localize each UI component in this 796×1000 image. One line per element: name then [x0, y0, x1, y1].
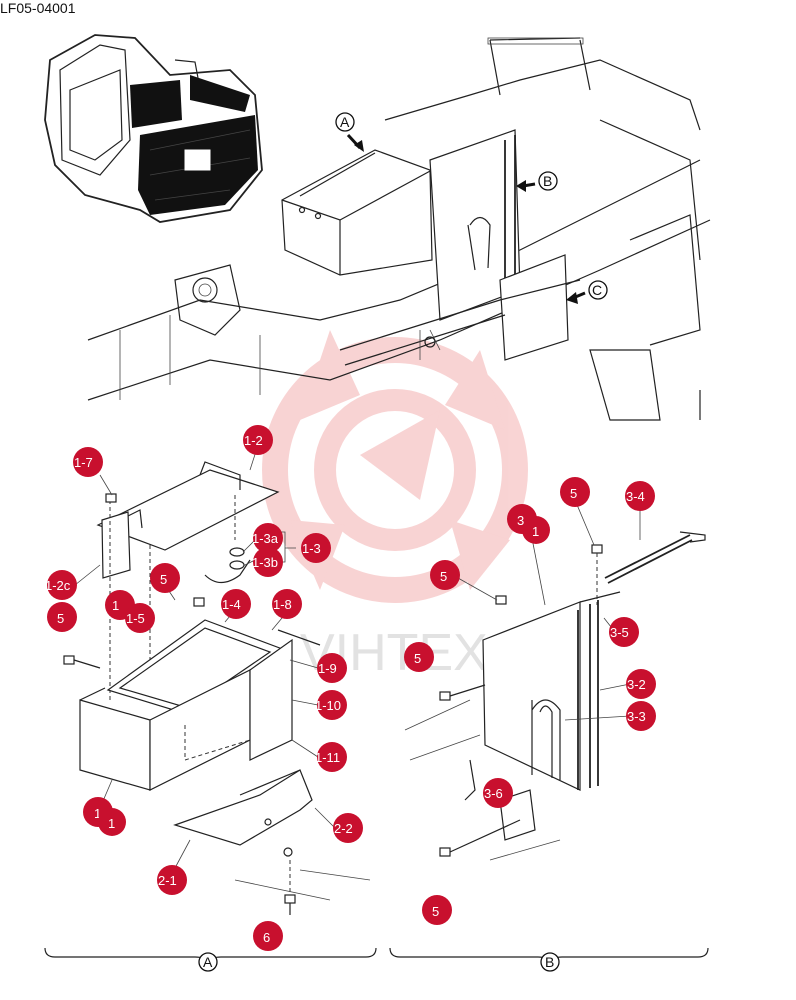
svg-text:C: C	[592, 282, 602, 298]
svg-text:1: 1	[108, 816, 115, 831]
svg-text:1: 1	[94, 806, 101, 821]
excavator-thumbnail	[44, 34, 263, 223]
callout-3-6: 3-6	[483, 778, 513, 808]
svg-text:1-3b: 1-3b	[252, 555, 278, 570]
battery-box-exploded	[63, 461, 371, 915]
callout-1-5: 1-5	[125, 603, 155, 633]
svg-text:5: 5	[57, 611, 64, 626]
svg-text:3: 3	[517, 513, 524, 528]
svg-text:5: 5	[432, 904, 439, 919]
callout-2-2: 2-2	[333, 813, 363, 843]
svg-text:1: 1	[532, 524, 539, 539]
callout-3-4: 3-4	[625, 481, 655, 511]
callout-1-4: 1-4	[221, 589, 251, 619]
callout-1-2c: 1-2c	[45, 570, 77, 600]
callout-3-5: 3-5	[609, 617, 639, 647]
leader-lines	[74, 444, 641, 869]
callout-1-8: 1-8	[272, 589, 302, 619]
svg-text:B: B	[545, 954, 554, 970]
callout-6: 6	[253, 921, 283, 951]
callout-3-2: 3-2	[626, 669, 656, 699]
callout-1-1: 1	[98, 808, 126, 836]
callout-1-9: 1-9	[317, 653, 347, 683]
svg-text:1-3: 1-3	[302, 541, 321, 556]
callout-1-7: 1-7	[73, 447, 103, 477]
svg-text:2-2: 2-2	[334, 821, 353, 836]
callout-5-f: 5	[422, 895, 452, 925]
callout-5-c: 5	[560, 477, 590, 507]
svg-text:1-3a: 1-3a	[252, 531, 279, 546]
svg-text:3-4: 3-4	[626, 489, 645, 504]
svg-text:1-4: 1-4	[222, 597, 241, 612]
svg-text:1-2: 1-2	[244, 433, 263, 448]
svg-text:B: B	[543, 173, 552, 189]
svg-text:5: 5	[160, 572, 167, 587]
callout-5-a: 5	[150, 563, 180, 593]
svg-text:1-11: 1-11	[315, 750, 340, 765]
svg-text:1-8: 1-8	[273, 597, 292, 612]
svg-text:1: 1	[112, 598, 119, 613]
callout-1-3b: 1-3b	[252, 547, 283, 577]
callout-2-1: 2-1	[157, 865, 187, 895]
svg-text:1-10: 1-10	[315, 698, 341, 713]
callout-1-3: 1-3	[301, 533, 331, 563]
svg-text:A: A	[203, 954, 213, 970]
svg-text:2-1: 2-1	[158, 873, 177, 888]
view-marker-a-top: A	[335, 112, 364, 152]
callout-1-11: 1-11	[315, 742, 347, 772]
svg-text:5: 5	[570, 486, 577, 501]
document-code: LF05-04001	[0, 0, 76, 16]
svg-text:6: 6	[263, 930, 270, 945]
view-marker-c-top: C	[566, 280, 608, 304]
svg-text:1-7: 1-7	[74, 455, 93, 470]
view-marker-b-top: B	[516, 171, 558, 192]
svg-text:3-3: 3-3	[627, 709, 646, 724]
callout-1-2: 1-2	[243, 425, 273, 455]
svg-text:3-5: 3-5	[610, 625, 629, 640]
svg-text:1-2c: 1-2c	[45, 578, 71, 593]
callout-3-1: 1	[522, 516, 550, 544]
svg-text:3-6: 3-6	[484, 786, 503, 801]
svg-text:3-2: 3-2	[627, 677, 646, 692]
view-label-b-bottom: B	[540, 952, 560, 972]
callout-1-3a: 1-3a	[252, 523, 283, 553]
svg-text:5: 5	[440, 569, 447, 584]
callout-1-10: 1-10	[315, 690, 347, 720]
svg-text:1-5: 1-5	[126, 611, 145, 626]
side-cover-exploded	[404, 531, 706, 861]
svg-text:5: 5	[414, 651, 421, 666]
svg-text:1-9: 1-9	[318, 661, 337, 676]
view-label-a-bottom: A	[198, 952, 218, 972]
svg-text:A: A	[340, 114, 350, 130]
callout-5-d: 5	[430, 560, 460, 590]
callout-3-3: 3-3	[626, 701, 656, 731]
callout-5-e: 5	[404, 642, 434, 672]
machine-frame-overview	[87, 37, 711, 421]
callout-5-b: 5	[47, 602, 77, 632]
